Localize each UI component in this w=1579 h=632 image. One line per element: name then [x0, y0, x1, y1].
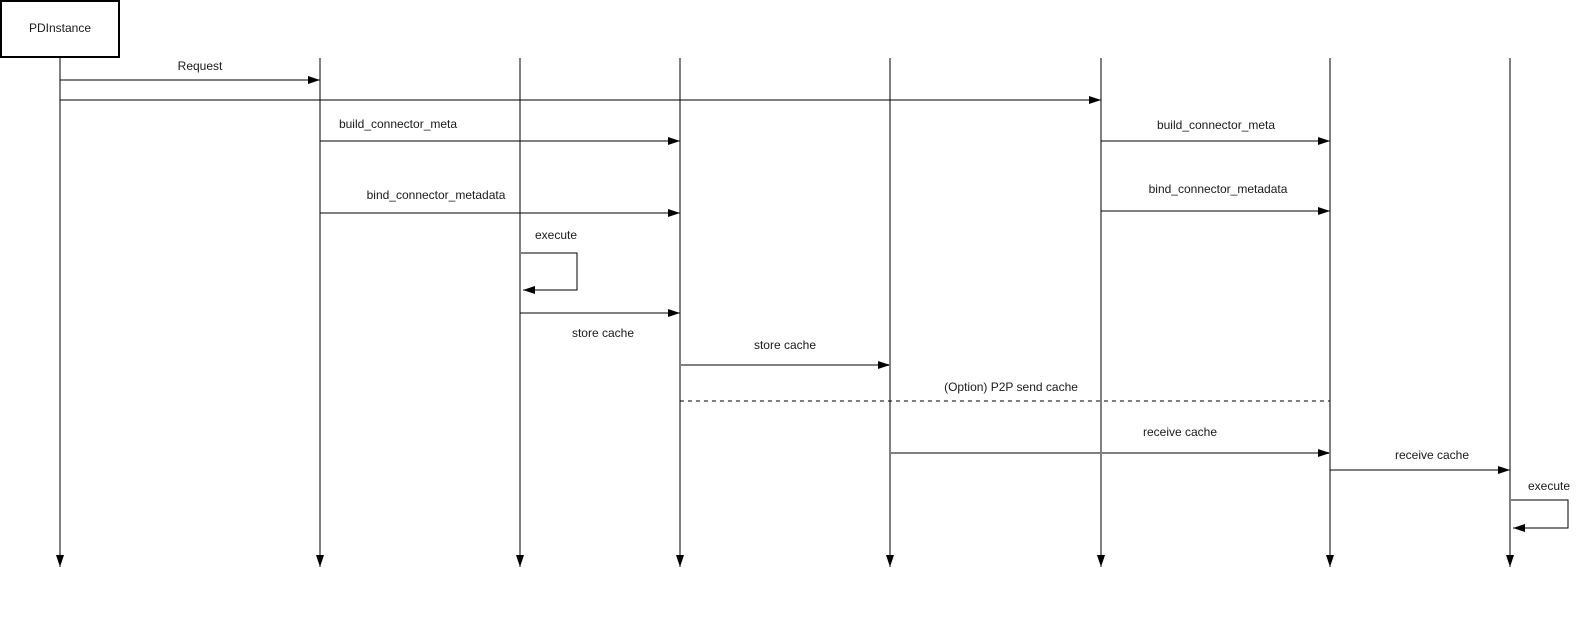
message-label-p2p-send-cache: (Option) P2P send cache: [942, 379, 1080, 395]
message-label-execute-pd: execute: [1525, 478, 1573, 494]
message-label-build-connector-meta-right: build_connector_meta: [1154, 117, 1278, 133]
actor-bottom-box-pd-instance: PDInstance: [0, 0, 120, 58]
message-label-request: Request: [175, 58, 225, 74]
lifelines: [56, 58, 1514, 567]
message-label-receive-cache-left: receive cache: [1140, 424, 1220, 440]
message-label-store-cache-left: store cache: [569, 325, 637, 341]
message-label-build-connector-meta-left: build_connector_meta: [336, 116, 460, 132]
message-label-receive-cache-right: receive cache: [1392, 447, 1472, 463]
actor-label: PDInstance: [28, 21, 92, 36]
message-label-bind-connector-metadata-left: bind_connector_metadata: [364, 187, 508, 203]
message-label-store-cache-right: store cache: [751, 337, 819, 353]
message-label-bind-connector-metadata-right: bind_connector_metadata: [1146, 181, 1290, 197]
message-label-execute-encoder: execute: [532, 227, 580, 243]
message-arrows: [60, 76, 1569, 532]
arrow-execute-self-loop-pd: [1511, 499, 1569, 532]
arrow-execute-self-loop-encoder: [521, 252, 578, 294]
